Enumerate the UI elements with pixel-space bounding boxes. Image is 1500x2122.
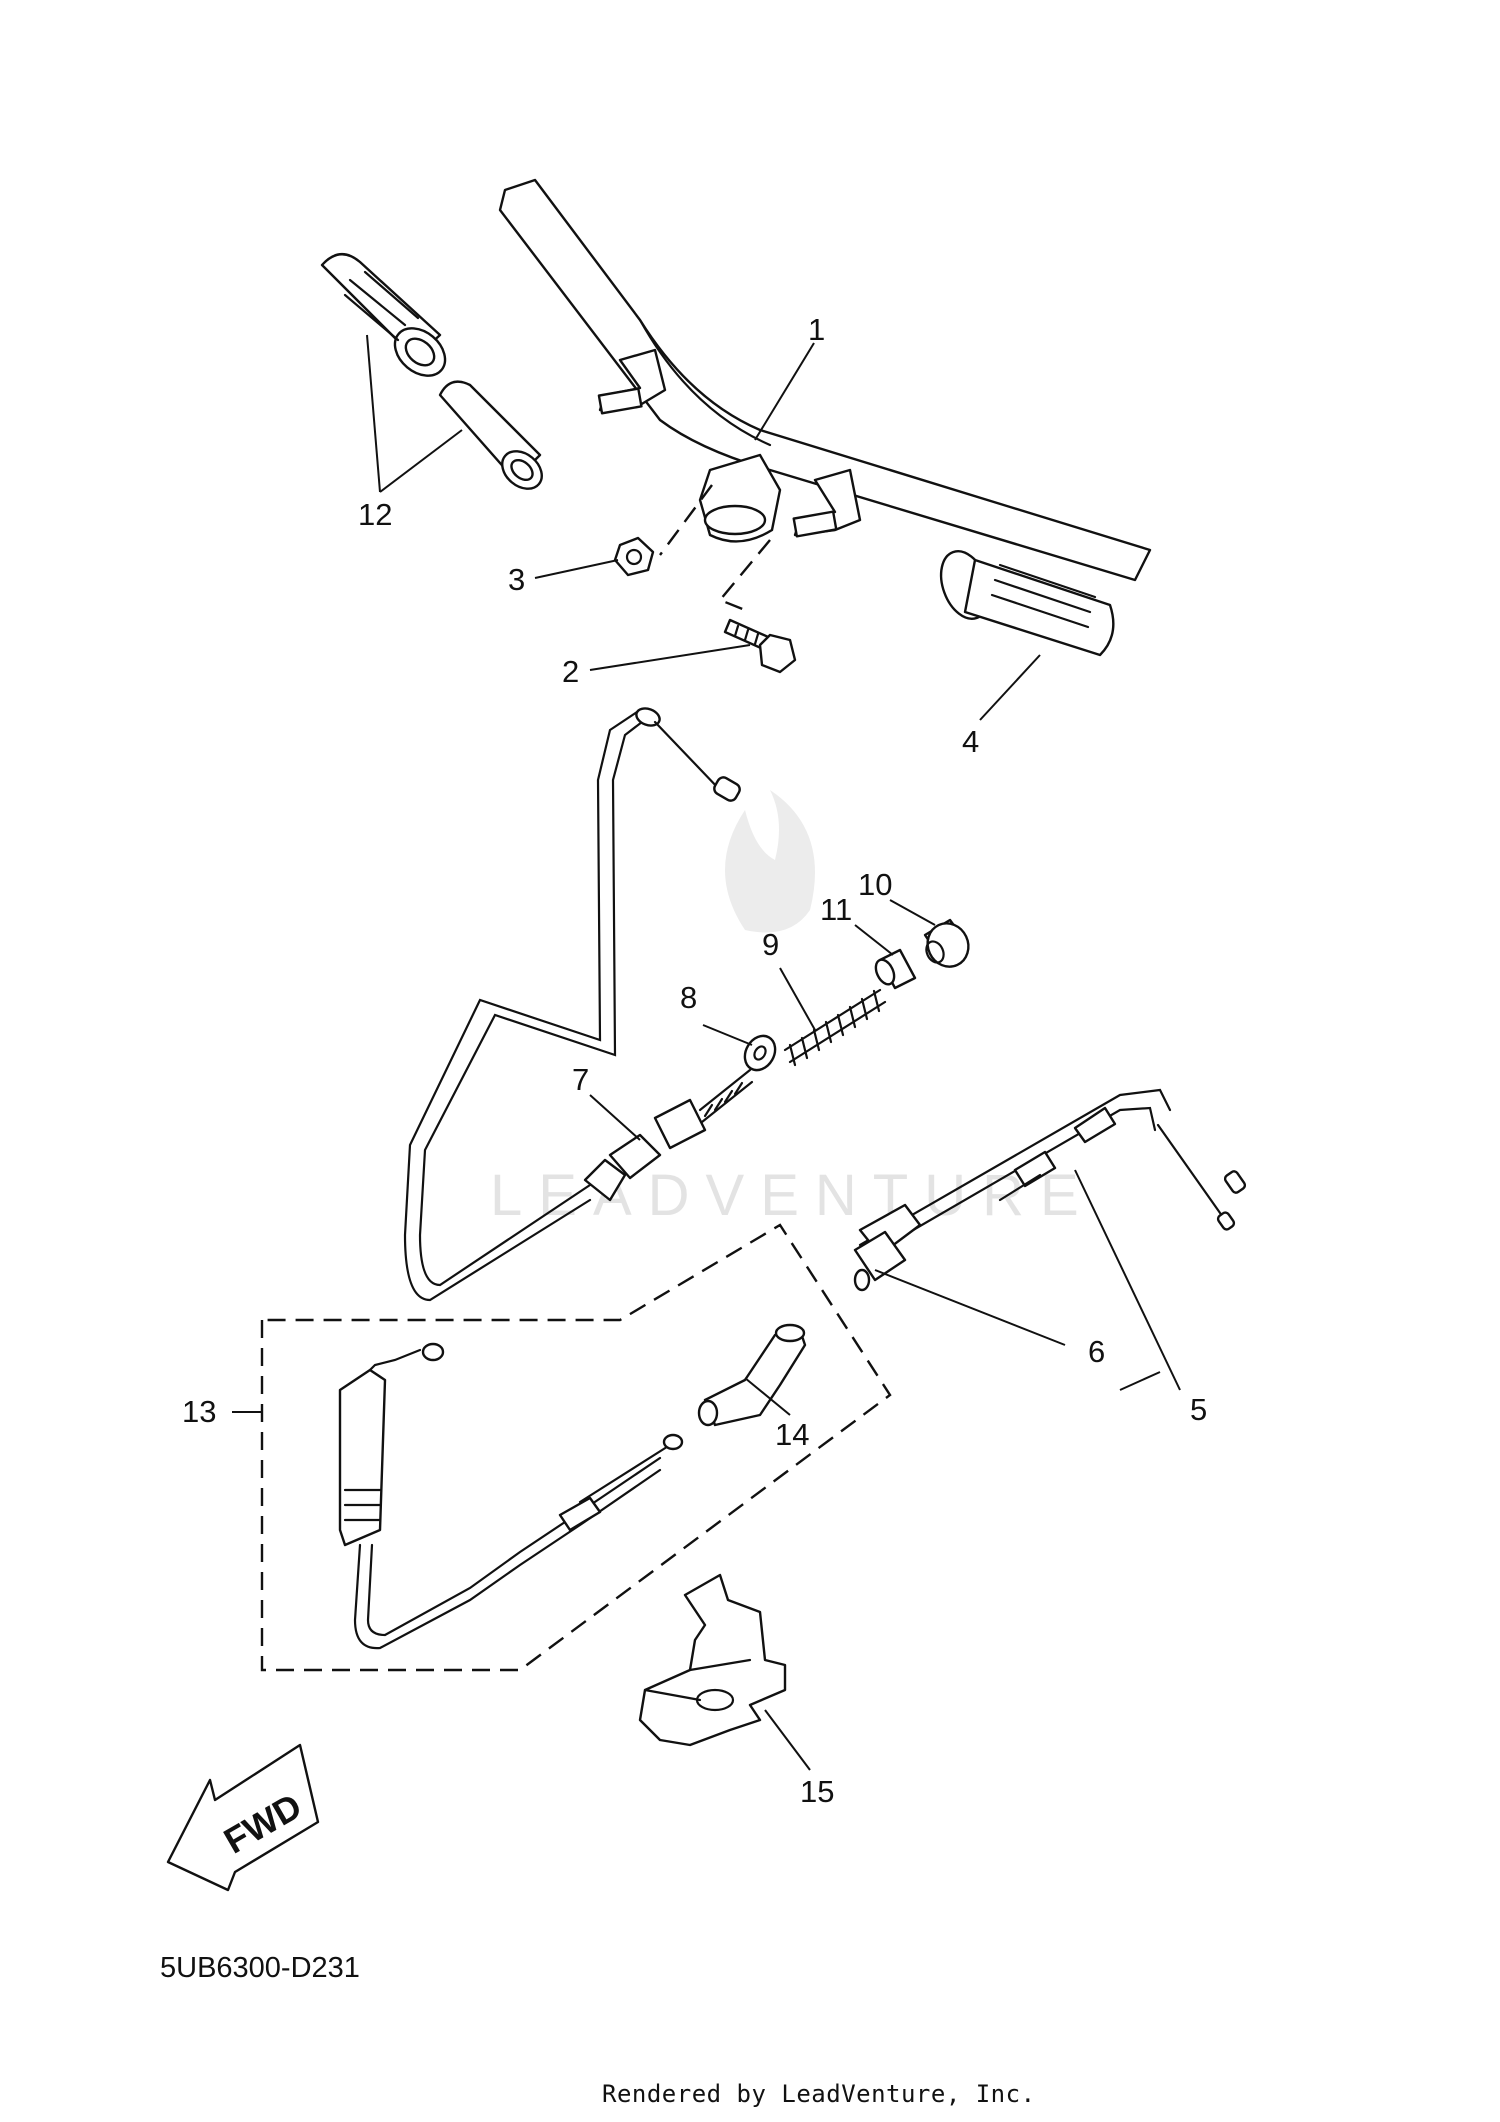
right-grip (939, 550, 1115, 657)
fwd-arrow-icon: FWD (166, 1743, 320, 1892)
callout-5: 5 (1190, 1392, 1207, 1427)
diagram-code: 5UB6300-D231 (160, 1952, 360, 1984)
callout-15: 15 (800, 1774, 834, 1809)
grip-sleeve (438, 380, 543, 490)
callout-10: 10 (858, 867, 892, 902)
callout-11: 11 (820, 892, 852, 927)
washer (743, 1034, 777, 1072)
callout-8: 8 (680, 980, 697, 1015)
callout-4: 4 (962, 724, 979, 759)
handlebar (498, 178, 1152, 612)
bracket (638, 1573, 787, 1747)
callout-1: 1 (808, 312, 825, 347)
left-grip (320, 253, 447, 377)
callout-9: 9 (762, 927, 779, 962)
callout-3: 3 (508, 562, 525, 597)
watermark-text: LEADVENTURE (490, 1163, 1095, 1228)
rubber-boot (697, 1323, 807, 1427)
cable-holder (853, 1203, 922, 1292)
adjuster-cap (923, 918, 970, 968)
leader-lines (232, 334, 1181, 1771)
callout-14: 14 (775, 1417, 809, 1452)
bolt (723, 618, 797, 674)
callout-7: 7 (572, 1062, 589, 1097)
spring-sleeve (874, 948, 917, 990)
nut (613, 536, 655, 577)
spring (783, 988, 887, 1067)
callout-12: 12 (358, 497, 392, 532)
callout-13: 13 (182, 1394, 216, 1429)
watermark: LEADVENTURE (490, 790, 1095, 1228)
throttle-cable (403, 707, 741, 1302)
cable-assembly (338, 1342, 684, 1650)
rendered-by-credit: Rendered by LeadVenture, Inc. (602, 2080, 1036, 2108)
cable-adjuster (583, 1068, 754, 1202)
choke-cable (858, 1088, 1247, 1260)
callout-2: 2 (562, 654, 579, 689)
cable-assembly-enclosure (260, 1223, 892, 1672)
callout-6: 6 (1088, 1334, 1105, 1369)
callouts: 1 2 3 4 5 6 7 8 9 10 11 12 13 14 15 (182, 312, 1207, 1809)
